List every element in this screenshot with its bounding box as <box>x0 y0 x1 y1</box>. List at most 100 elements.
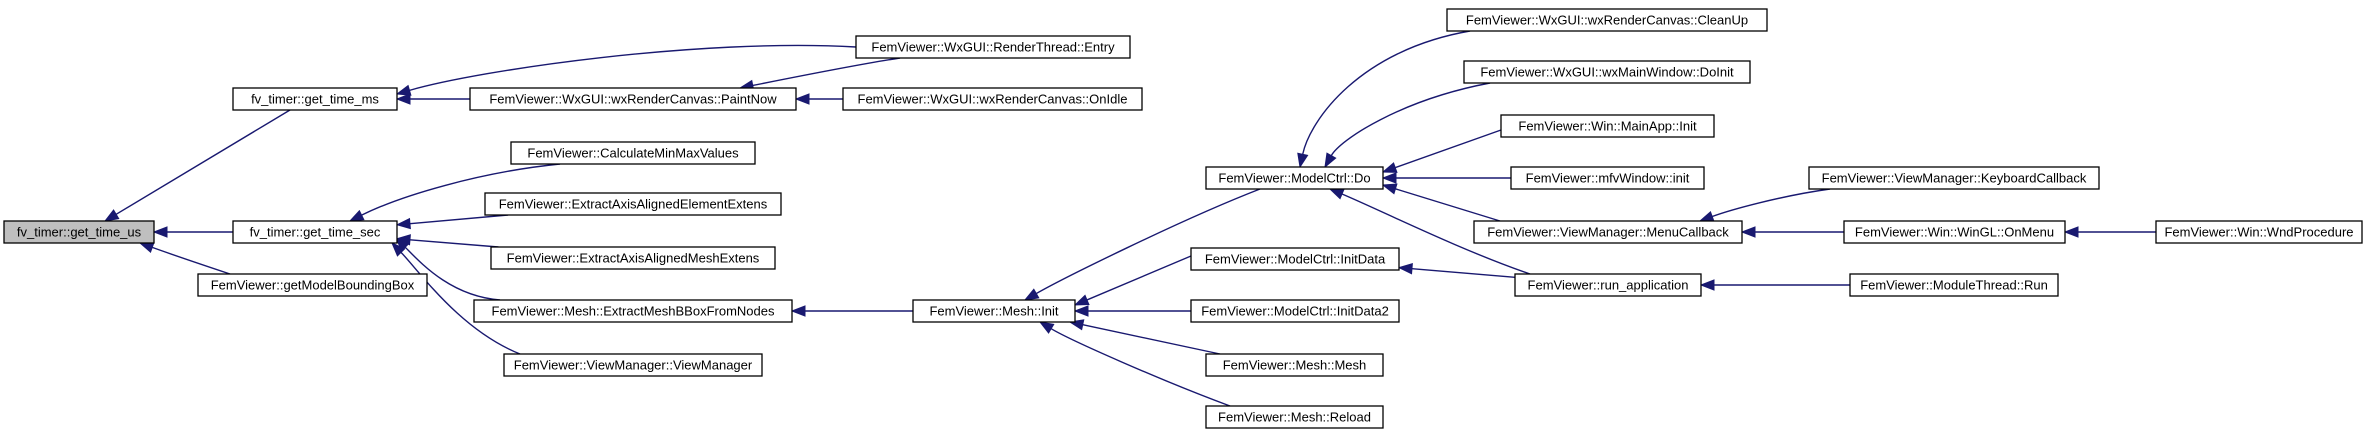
edge-cmm-to-sec <box>348 163 561 222</box>
arrowhead-icon <box>395 217 411 230</box>
node-label: FemViewer::run_application <box>1528 277 1689 292</box>
node-box <box>1849 273 2059 297</box>
arrowhead-icon <box>1324 152 1337 169</box>
graph-node-meshinit[interactable]: FemViewer::Mesh::Init <box>912 299 1076 323</box>
arrowhead-icon <box>1381 162 1398 173</box>
arrowhead-icon <box>138 242 155 253</box>
arrowhead-icon <box>1328 188 1345 200</box>
edge-line <box>1395 129 1502 169</box>
node-label: FemViewer::mfvWindow::init <box>1526 170 1690 185</box>
node-label: FemViewer::ViewManager::MenuCallback <box>1487 224 1729 239</box>
node-label: FemViewer::ViewManager::ViewManager <box>514 357 753 372</box>
node-label: FemViewer::ModelCtrl::InitData2 <box>1201 303 1389 318</box>
edge-ms-to-root <box>103 109 291 222</box>
graph-node-mfv[interactable]: FemViewer::mfvWindow::init <box>1510 166 1705 190</box>
graph-node-menucb[interactable]: FemViewer::ViewManager::MenuCallback <box>1473 220 1743 244</box>
node-box <box>1843 220 2066 244</box>
node-box <box>3 220 155 244</box>
arrowhead-icon <box>1698 210 1715 222</box>
node-label: FemViewer::Win::WinGL::OnMenu <box>1855 224 2054 239</box>
graph-node-gmbb[interactable]: FemViewer::getModelBoundingBox <box>197 273 428 297</box>
edge-runapp-to-mcid <box>1397 263 1516 278</box>
node-box <box>232 87 398 111</box>
edge-line <box>409 44 857 92</box>
graph-node-wndproc[interactable]: FemViewer::Win::WndProcedure <box>2155 220 2363 244</box>
arrowhead-icon <box>103 209 120 222</box>
node-label: FemViewer::ExtractAxisAlignedMeshExtens <box>507 250 760 265</box>
graph-node-modrun[interactable]: FemViewer::ModuleThread::Run <box>1849 273 2059 297</box>
edge-line <box>115 109 291 215</box>
graph-node-sec[interactable]: fv_timer::get_time_sec <box>232 220 398 244</box>
node-label: FemViewer::ViewManager::KeyboardCallback <box>1822 170 2087 185</box>
node-box <box>232 220 398 244</box>
arrowhead-icon <box>1381 172 1397 184</box>
edge-line <box>1395 188 1501 222</box>
edge-line <box>409 214 509 225</box>
graph-node-meshmesh[interactable]: FemViewer::Mesh::Mesh <box>1205 353 1384 377</box>
arrowhead-icon <box>391 241 406 257</box>
graph-node-cmm[interactable]: FemViewer::CalculateMinMaxValues <box>510 141 756 165</box>
graph-node-kbcb[interactable]: FemViewer::ViewManager::KeyboardCallback <box>1808 166 2100 190</box>
graph-node-eaae[interactable]: FemViewer::ExtractAxisAlignedElementExte… <box>484 192 782 216</box>
edge-doinit-to-mcdo <box>1324 82 1491 169</box>
graph-node-paint[interactable]: FemViewer::WxGUI::wxRenderCanvas::PaintN… <box>469 87 797 111</box>
edge-cleanup-to-mcdo <box>1297 30 1471 169</box>
graph-node-root[interactable]: fv_timer::get_time_us <box>3 220 155 244</box>
node-label: fv_timer::get_time_sec <box>250 224 381 239</box>
node-box <box>197 273 428 297</box>
edge-line <box>151 246 231 275</box>
arrowhead-icon <box>395 237 410 252</box>
edge-line <box>361 163 561 216</box>
node-box <box>1510 166 1705 190</box>
node-box <box>1190 299 1400 323</box>
graph-node-embb[interactable]: FemViewer::Mesh::ExtractMeshBBoxFromNode… <box>473 299 793 323</box>
graph-node-onmenu[interactable]: FemViewer::Win::WinGL::OnMenu <box>1843 220 2066 244</box>
graph-node-mcid2[interactable]: FemViewer::ModelCtrl::InitData2 <box>1190 299 1400 323</box>
edge-line <box>1711 188 1831 218</box>
node-box <box>484 192 782 216</box>
graph-node-runapp[interactable]: FemViewer::run_application <box>1514 273 1702 297</box>
edge-rte-to-ms <box>395 44 857 96</box>
arrowhead-icon <box>1699 279 1715 291</box>
node-box <box>2155 220 2363 244</box>
edge-line <box>1035 188 1261 295</box>
arrowhead-icon <box>790 305 806 317</box>
graph-node-meshreload[interactable]: FemViewer::Mesh::Reload <box>1205 405 1384 429</box>
node-label: FemViewer::WxGUI::wxRenderCanvas::CleanU… <box>1466 12 1748 27</box>
node-label: FemViewer::WxGUI::wxMainWindow::DoInit <box>1480 64 1734 79</box>
graph-node-cleanup[interactable]: FemViewer::WxGUI::wxRenderCanvas::CleanU… <box>1446 8 1768 32</box>
node-label: FemViewer::ModelCtrl::Do <box>1218 170 1370 185</box>
edges-layer <box>103 30 2156 407</box>
graph-node-rte[interactable]: FemViewer::WxGUI::RenderThread::Entry <box>855 35 1131 59</box>
edge-rte-to-paint <box>738 57 901 91</box>
node-label: FemViewer::Mesh::ExtractMeshBBoxFromNode… <box>492 303 775 318</box>
edge-onmenu-to-menucb <box>1740 226 1844 238</box>
graph-node-mainapp[interactable]: FemViewer::Win::MainApp::Init <box>1500 114 1715 138</box>
graph-node-mcdo[interactable]: FemViewer::ModelCtrl::Do <box>1205 166 1384 190</box>
node-box <box>842 87 1143 111</box>
edge-mcid-to-meshinit <box>1073 255 1192 306</box>
arrowhead-icon <box>1023 288 1040 301</box>
node-label: FemViewer::Mesh::Init <box>929 303 1058 318</box>
edge-kbcb-to-menucb <box>1698 188 1831 222</box>
node-label: FemViewer::ModelCtrl::InitData <box>1205 251 1386 266</box>
edge-gmbb-to-root <box>138 242 231 275</box>
node-box <box>1446 8 1768 32</box>
node-label: FemViewer::Win::MainApp::Init <box>1518 118 1697 133</box>
graph-node-mcid[interactable]: FemViewer::ModelCtrl::InitData <box>1190 247 1400 271</box>
node-box <box>1205 353 1384 377</box>
graph-node-eamesh[interactable]: FemViewer::ExtractAxisAlignedMeshExtens <box>490 246 776 270</box>
graph-node-vmvm[interactable]: FemViewer::ViewManager::ViewManager <box>503 353 763 377</box>
graph-node-onidle[interactable]: FemViewer::WxGUI::wxRenderCanvas::OnIdle <box>842 87 1143 111</box>
nodes-layer: fv_timer::get_time_us fv_timer::get_time_… <box>3 8 2363 429</box>
node-box <box>1205 405 1384 429</box>
edge-sec-to-root <box>152 226 233 238</box>
edge-line <box>1082 324 1221 355</box>
edge-embb-to-sec <box>395 237 501 301</box>
node-box <box>510 141 756 165</box>
node-box <box>855 35 1131 59</box>
graph-node-doinit[interactable]: FemViewer::WxGUI::wxMainWindow::DoInit <box>1463 60 1751 84</box>
arrowhead-icon <box>395 93 411 105</box>
edge-line <box>1341 193 1531 275</box>
graph-node-ms[interactable]: fv_timer::get_time_ms <box>232 87 398 111</box>
